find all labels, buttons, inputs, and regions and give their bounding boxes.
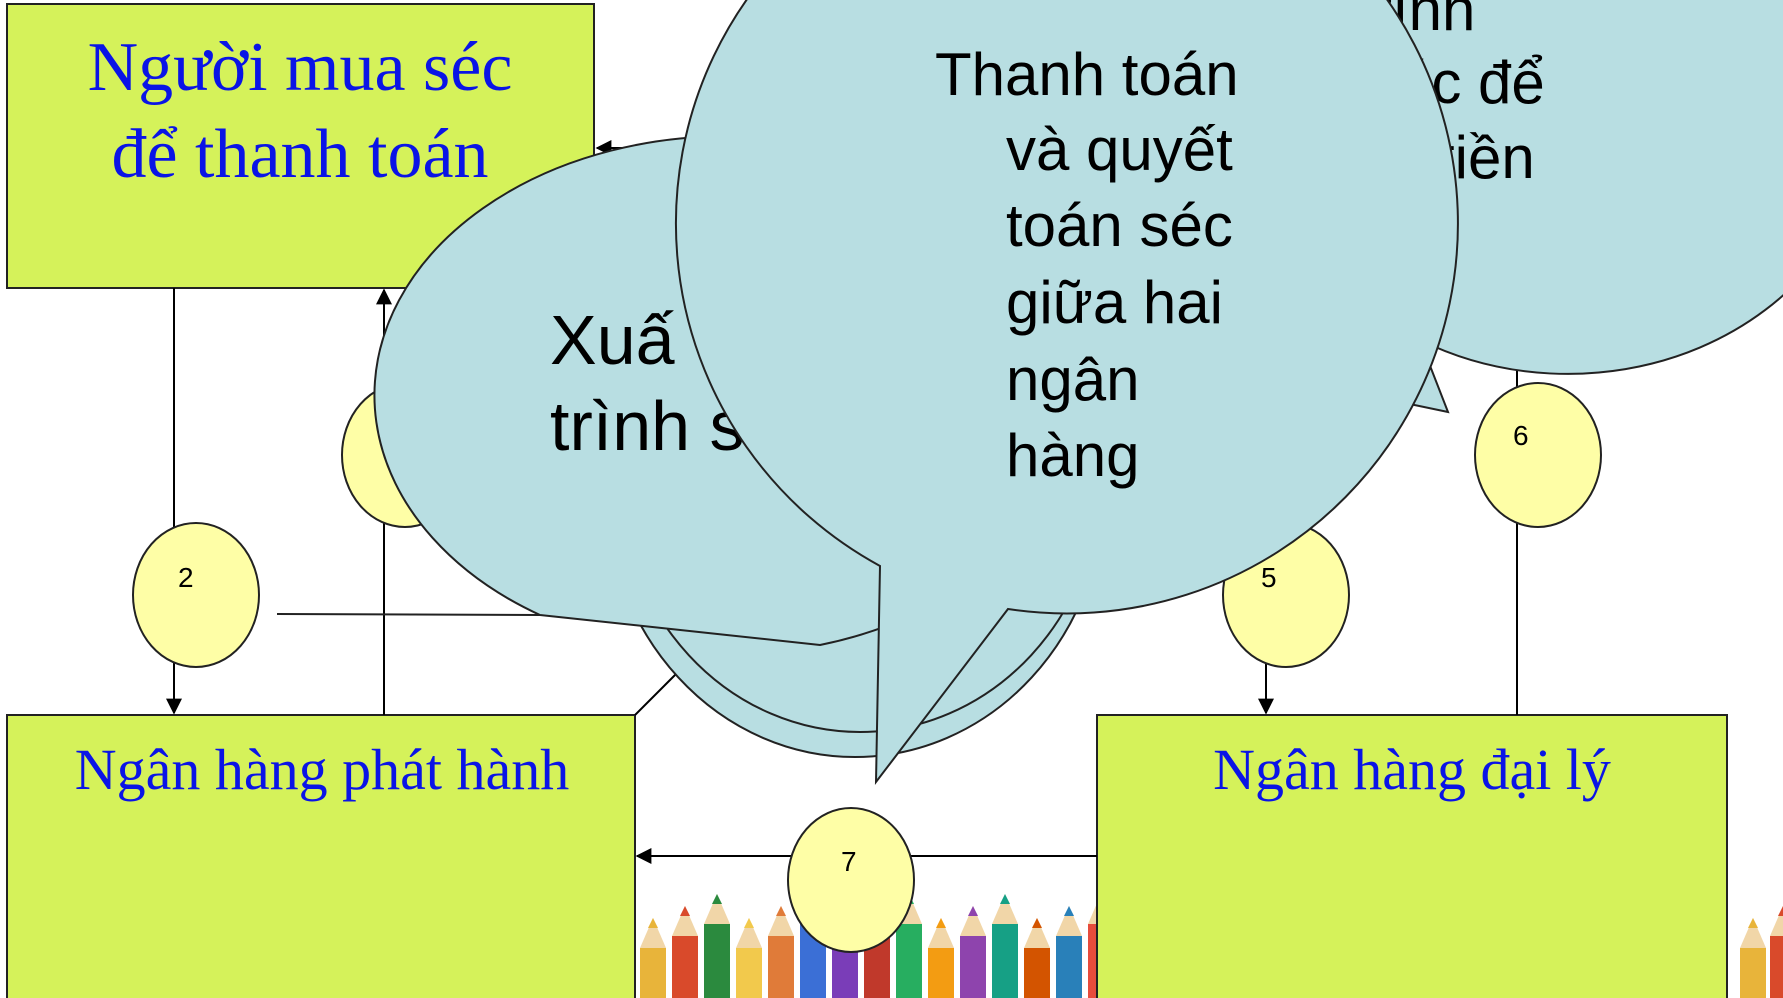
left-bubble-line1: Xuấ <box>550 301 675 379</box>
issuing-bank-label: Ngân hàng phát hành <box>75 737 569 802</box>
main-bubble-line2: và quyết <box>1006 116 1233 183</box>
issuing-bank-box <box>6 714 636 998</box>
main-bubble-line5: ngân <box>1006 346 1139 413</box>
buyer-label-line1: Người mua séc <box>88 29 513 106</box>
main-bubble-line6: hàng <box>1006 422 1139 489</box>
step-6-label: 6 <box>1513 420 1529 451</box>
step-6-circle <box>1474 382 1602 528</box>
main-bubble-line3: toán séc <box>1006 192 1233 259</box>
buyer-label-line2: để thanh toán <box>111 116 488 193</box>
agent-bank-box <box>1096 714 1728 998</box>
step-5-label: 5 <box>1261 562 1277 593</box>
step-2-circle <box>132 522 260 668</box>
left-bubble-line2: trình s <box>550 387 745 465</box>
main-bubble-line1: Thanh toán <box>935 41 1239 108</box>
agent-bank-label: Ngân hàng đại lý <box>1213 737 1611 802</box>
step-2-label: 2 <box>178 562 194 593</box>
step-7-label: 7 <box>841 846 857 877</box>
main-bubble-line4: giữa hai <box>1006 269 1223 336</box>
main-speech-bubble: Thanh toán và quyết toán séc giữa hai ng… <box>675 0 1459 786</box>
step-7-circle <box>787 807 915 953</box>
